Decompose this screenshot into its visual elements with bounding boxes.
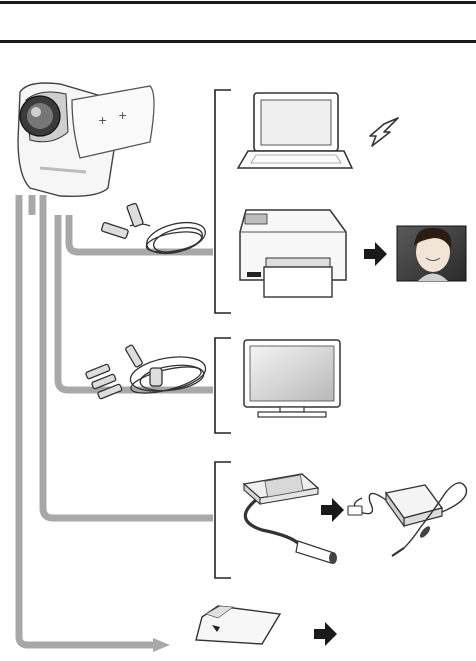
lightning-bolt-icon xyxy=(370,118,398,146)
svg-text:+: + xyxy=(98,114,107,127)
docking-station-icon xyxy=(244,474,337,564)
card-arrow-head xyxy=(153,638,170,652)
arrow-to-adapter-icon xyxy=(321,498,344,522)
bracket-tv xyxy=(215,338,231,433)
portrait-photo-icon xyxy=(397,226,466,281)
sd-card-icon xyxy=(196,606,280,644)
bracket-dock xyxy=(215,462,231,578)
video-camera-icon: + + xyxy=(18,83,154,196)
television-icon xyxy=(244,340,340,417)
ac-adapter-icon xyxy=(348,483,467,556)
arrow-to-photo-icon xyxy=(364,242,387,266)
svg-text:+: + xyxy=(118,109,127,122)
connector-lines xyxy=(19,195,213,645)
connector-to-card xyxy=(19,195,155,645)
arrow-to-next-icon xyxy=(314,622,337,646)
bracket-computer-printer xyxy=(215,90,231,313)
printer-icon xyxy=(240,210,346,297)
laptop-icon xyxy=(238,93,352,168)
brackets xyxy=(215,90,231,578)
